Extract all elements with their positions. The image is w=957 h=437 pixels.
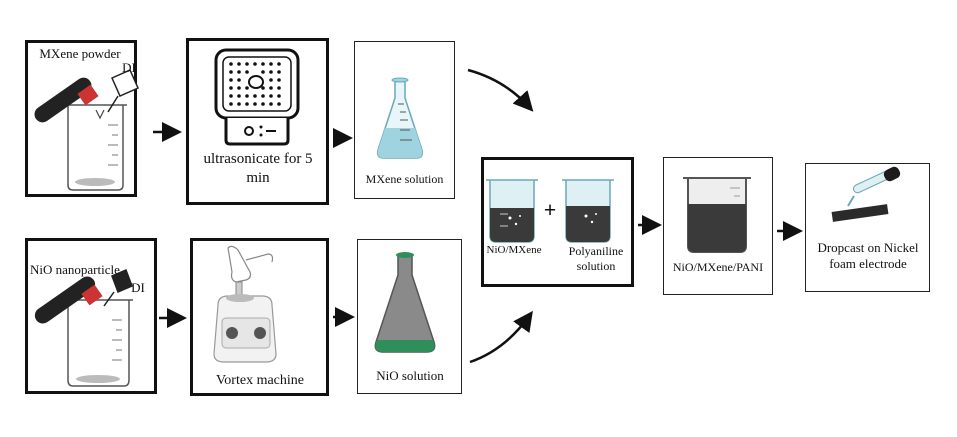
test-tube-icon-2 xyxy=(34,276,103,324)
di-label-2: DI xyxy=(131,280,145,295)
test-tube-icon xyxy=(34,77,99,123)
erlenmeyer-flask-icon xyxy=(376,77,424,159)
composite-label: NiO/MXene/PANI xyxy=(672,260,764,274)
dropcast-box xyxy=(805,163,930,292)
mxene-solution-label: MXene solution xyxy=(365,172,444,186)
nio-nanoparticle-label: NiO nanoparticle xyxy=(30,262,120,277)
nio-solution-label: NiO solution xyxy=(376,368,444,383)
flow-arrows xyxy=(153,68,803,364)
beaker-icon-2 xyxy=(64,299,133,387)
ultrasonicator-icon xyxy=(214,48,300,146)
dropper-icon xyxy=(831,166,901,222)
di-label: DI xyxy=(122,60,136,75)
mix-right-label: Polyaniline solution xyxy=(568,244,624,273)
plus-sign: + xyxy=(543,197,557,222)
beaker-icon xyxy=(64,104,127,191)
erlenmeyer-flask-icon-2 xyxy=(374,252,436,353)
di-bottle-icon-2 xyxy=(103,269,133,307)
vortex-machine-icon xyxy=(213,245,277,363)
ultrasonicate-label: ultrasonicate for 5 min xyxy=(203,151,313,186)
vortex-label: Vortex machine xyxy=(216,373,304,388)
beaker-icon-5 xyxy=(683,177,751,253)
di-bottle-icon xyxy=(95,69,139,120)
dropcast-label: Dropcast on Nickel foam electrode xyxy=(817,240,919,272)
beaker-icon-3 xyxy=(486,179,538,243)
mxene-powder-label: MXene powder xyxy=(39,46,121,61)
mix-left-label: NiO/MXene xyxy=(486,244,542,256)
beaker-icon-4 xyxy=(562,179,614,243)
